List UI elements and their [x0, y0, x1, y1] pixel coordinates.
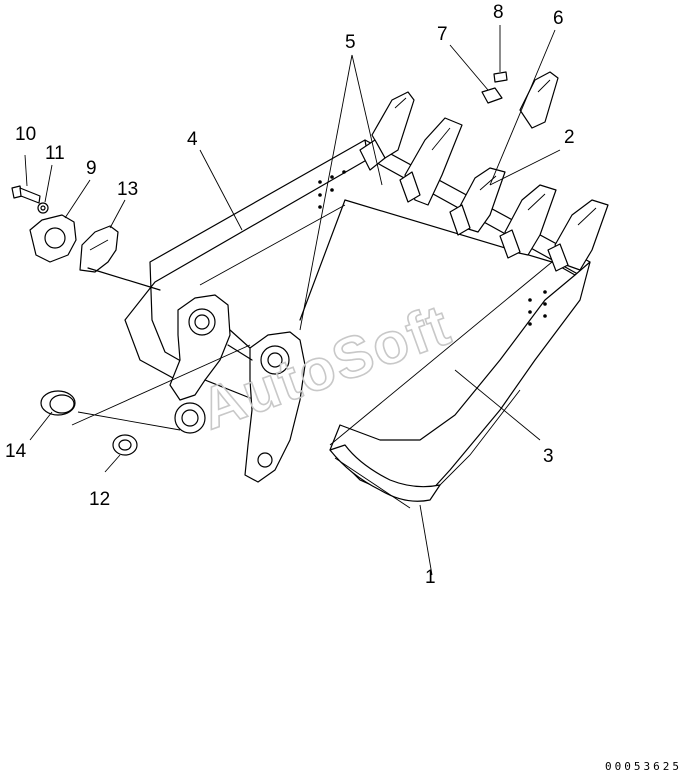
exploded-hinge-parts — [11, 185, 251, 456]
callout-8: 8 — [493, 2, 504, 23]
callout-6: 6 — [553, 8, 564, 29]
hinge-brackets — [169, 294, 306, 483]
watermark-text: AutoSoft — [192, 292, 459, 442]
callout-4: 4 — [187, 129, 198, 150]
callout-1: 1 — [425, 567, 436, 588]
callout-numbers: 1 2 3 4 5 6 7 8 9 10 11 12 13 14 — [5, 2, 575, 588]
callout-10: 10 — [15, 124, 36, 145]
callout-5: 5 — [345, 32, 356, 53]
side-bolt-holes-left — [318, 170, 346, 209]
exploded-tooth-parts — [481, 71, 559, 129]
callout-13: 13 — [117, 179, 138, 200]
leader-lines — [24, 25, 561, 576]
drawing-code: 00053625 — [605, 760, 682, 773]
callout-12: 12 — [89, 489, 110, 510]
callout-2: 2 — [564, 127, 575, 148]
callout-7: 7 — [437, 24, 448, 45]
callout-9: 9 — [86, 158, 97, 179]
callout-3: 3 — [543, 446, 554, 467]
bucket-teeth — [359, 91, 609, 272]
callout-11: 11 — [45, 143, 65, 164]
callout-14: 14 — [5, 441, 27, 462]
side-bolt-holes-right — [528, 290, 547, 326]
